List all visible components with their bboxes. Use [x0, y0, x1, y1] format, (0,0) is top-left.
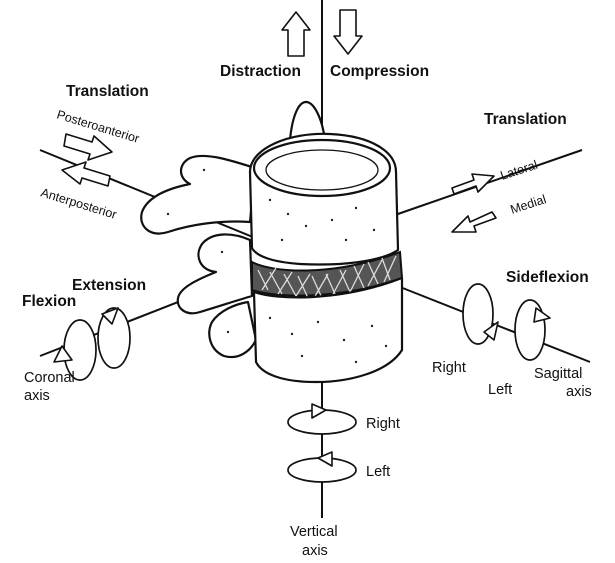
coronal-axis-label-line2: axis — [24, 388, 50, 404]
rotation-right-label: Right — [366, 416, 400, 432]
sagittal-axis-label-line2: axis — [566, 384, 592, 400]
distraction-arrow-icon — [282, 12, 310, 56]
vertical-axis-label-line1: Vertical — [290, 524, 338, 540]
flexion-label: Flexion — [22, 293, 76, 310]
medial-label: Medial — [509, 192, 548, 217]
compression-label: Compression — [330, 63, 429, 80]
sideflexion-right-label: Right — [432, 360, 466, 376]
coronal-axis-label-line1: Coronal — [24, 370, 75, 386]
sideflexion-right-arrow-icon — [463, 284, 498, 344]
rotation-left-arrow-icon — [288, 452, 356, 482]
lateral-label: Lateral — [499, 158, 540, 183]
extension-rotation-arrow-icon — [98, 308, 130, 368]
anterposterior-label: Anterposterior — [39, 185, 118, 221]
sideflexion-left-label: Left — [488, 382, 512, 398]
lateral-arrow-icon — [452, 174, 494, 194]
translation-right-label: Translation — [484, 111, 567, 128]
sideflexion-left-arrow-icon — [515, 300, 550, 360]
posteroanterior-arrow-icon — [64, 134, 112, 160]
articular-process-lower — [178, 234, 252, 313]
upper-endplate — [254, 140, 390, 196]
distraction-label: Distraction — [220, 63, 301, 80]
compression-arrow-icon — [334, 10, 362, 54]
vertebra-illustration — [141, 102, 402, 382]
sagittal-axis-label-line1: Sagittal — [534, 366, 582, 382]
sideflexion-label: Sideflexion — [506, 269, 589, 286]
extension-label: Extension — [72, 277, 146, 294]
anterposterior-arrow-icon — [62, 162, 110, 186]
vertical-axis-label-line2: axis — [302, 543, 328, 559]
rotation-left-label: Left — [366, 464, 390, 480]
rotation-right-arrow-icon — [288, 404, 356, 434]
inferior-process — [209, 302, 256, 357]
translation-left-label: Translation — [66, 83, 149, 100]
transverse-process-upper — [141, 156, 255, 234]
medial-arrow-icon — [452, 212, 496, 232]
